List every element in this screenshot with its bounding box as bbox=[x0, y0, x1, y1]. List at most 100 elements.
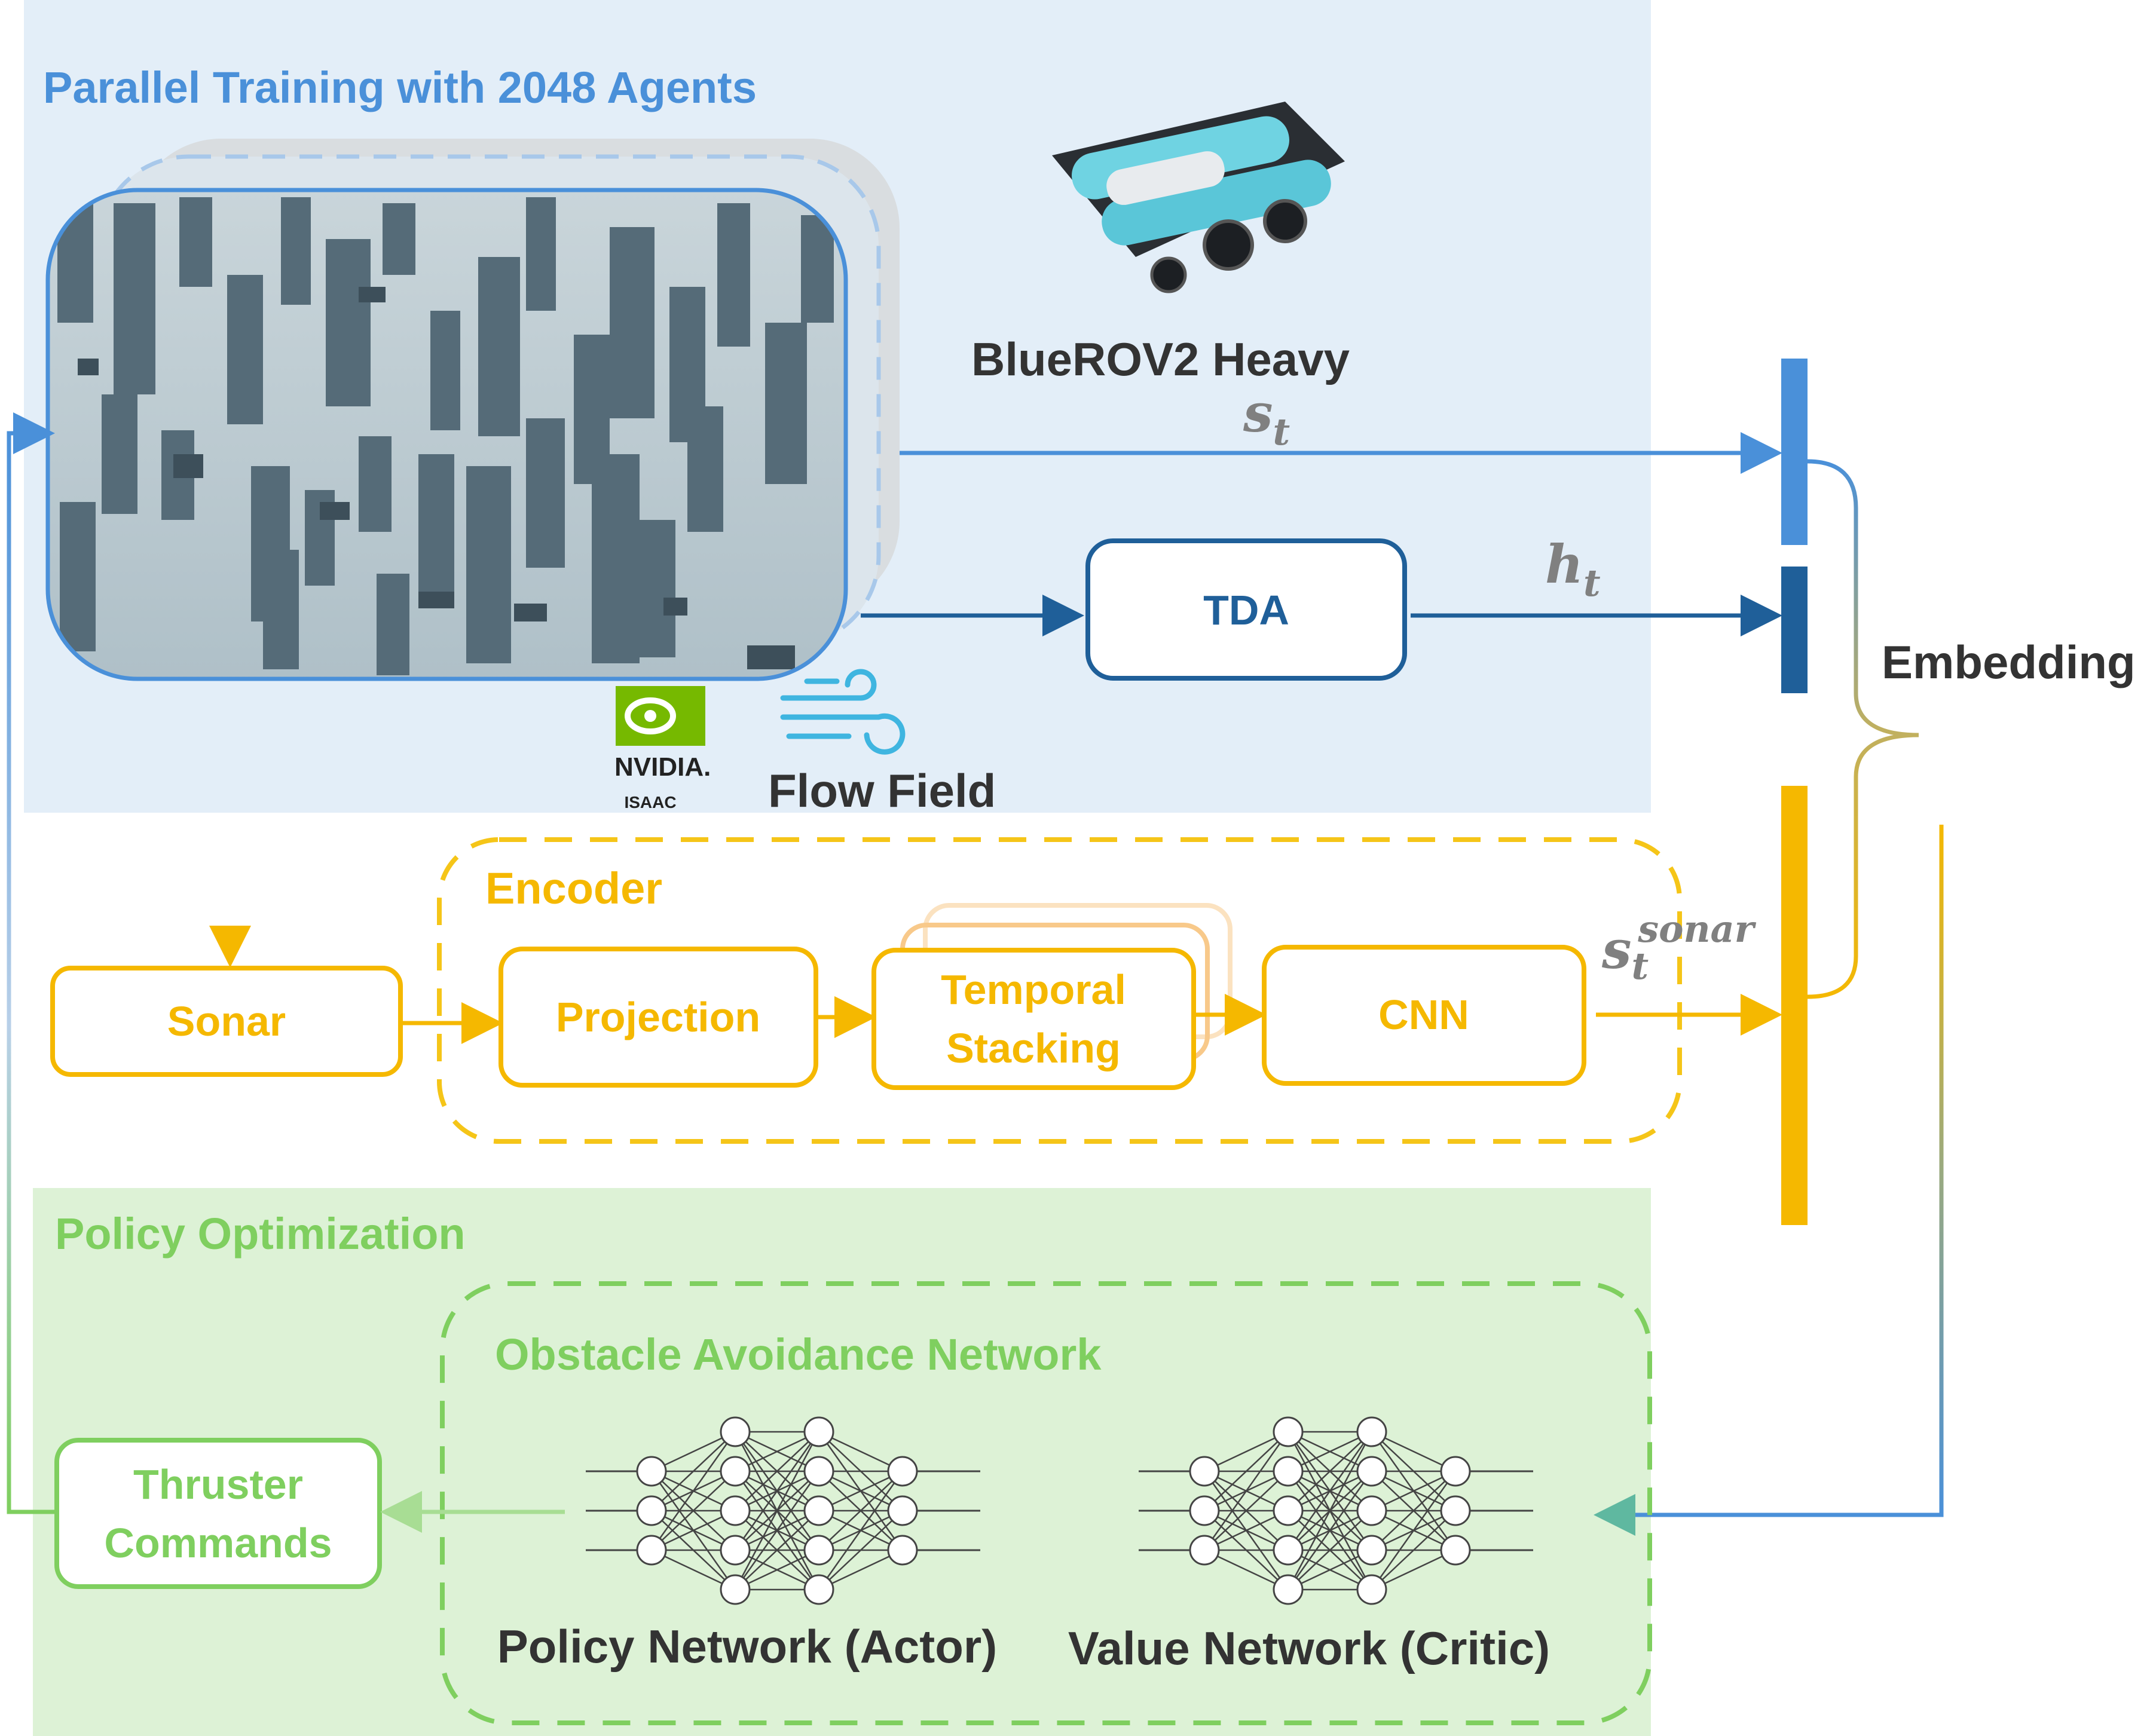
nn-edge bbox=[1204, 1471, 1289, 1551]
nn-node bbox=[1440, 1495, 1471, 1526]
nn-edge bbox=[1287, 1431, 1372, 1472]
temporal-label-2: Stacking bbox=[946, 1025, 1121, 1071]
value-network-icon bbox=[1139, 1416, 1533, 1605]
nn-edge bbox=[1203, 1431, 1289, 1551]
nn-node bbox=[636, 1495, 667, 1526]
nn-node bbox=[803, 1456, 834, 1487]
nn-node bbox=[1440, 1456, 1471, 1487]
thruster-label-2: Commands bbox=[104, 1520, 332, 1566]
encoder-region bbox=[437, 837, 1682, 1144]
nn-node bbox=[720, 1535, 751, 1566]
nn-node bbox=[720, 1456, 751, 1487]
flow-field-label: Flow Field bbox=[768, 764, 996, 817]
tda-box[interactable] bbox=[1085, 538, 1407, 681]
nn-edge bbox=[735, 1431, 819, 1472]
nn-edge bbox=[651, 1431, 736, 1511]
nn-node bbox=[1356, 1495, 1387, 1526]
nn-edge bbox=[818, 1431, 903, 1472]
critic-label: Value Network (Critic) bbox=[1068, 1622, 1550, 1674]
obstacle-avoidance-region bbox=[440, 1281, 1652, 1725]
nn-node bbox=[1189, 1456, 1220, 1487]
isaac-label: ISAAC bbox=[624, 793, 676, 812]
embedding-bar-state bbox=[1781, 359, 1808, 545]
nn-edge bbox=[1371, 1510, 1456, 1590]
state-symbol: st bbox=[1243, 382, 1290, 454]
nn-edge bbox=[735, 1510, 819, 1590]
encoder-title: Encoder bbox=[485, 864, 662, 913]
projection-label: Projection bbox=[556, 994, 760, 1040]
nn-node bbox=[720, 1574, 751, 1605]
nn-edge bbox=[818, 1471, 903, 1551]
nn-edge bbox=[1371, 1470, 1456, 1512]
nn-edge bbox=[651, 1510, 736, 1551]
flow-field-icon bbox=[780, 669, 906, 755]
nn-node bbox=[1356, 1456, 1387, 1487]
nn-edge bbox=[735, 1431, 819, 1511]
nvidia-label: NVIDIA. bbox=[614, 752, 711, 782]
nn-edge bbox=[1287, 1510, 1372, 1590]
nn-node bbox=[887, 1495, 918, 1526]
nn-edge bbox=[1287, 1431, 1373, 1551]
temporal-label-1: Temporal bbox=[941, 966, 1126, 1013]
embedding-brace bbox=[1807, 459, 1919, 999]
nn-node bbox=[636, 1456, 667, 1487]
nn-edge bbox=[650, 1431, 736, 1551]
nn-edge bbox=[1371, 1471, 1456, 1551]
embedding-label: Embedding bbox=[1882, 636, 2136, 688]
nn-node bbox=[887, 1535, 918, 1566]
nn-edge bbox=[818, 1510, 903, 1590]
nn-node bbox=[1356, 1416, 1387, 1447]
nn-node bbox=[803, 1535, 834, 1566]
nn-edge bbox=[651, 1549, 736, 1591]
embedding-bar-tda bbox=[1781, 567, 1808, 693]
thruster-label-1: Thruster bbox=[133, 1461, 303, 1508]
network-title: Obstacle Avoidance Network bbox=[495, 1330, 1102, 1379]
nn-node bbox=[1356, 1535, 1387, 1566]
policy-title: Policy Optimization bbox=[55, 1209, 466, 1259]
isaac-sim-scene bbox=[48, 190, 846, 679]
nvidia-logo-icon bbox=[616, 686, 705, 746]
tda-symbol: ht bbox=[1545, 533, 1601, 605]
nn-edge bbox=[1287, 1549, 1372, 1591]
embedding-to-policy-path bbox=[1594, 825, 1944, 1536]
nn-node bbox=[1273, 1574, 1304, 1605]
nn-edge bbox=[651, 1431, 736, 1472]
nn-node bbox=[887, 1456, 918, 1487]
nn-node bbox=[1189, 1535, 1220, 1566]
nn-edge bbox=[1204, 1431, 1289, 1472]
actor-label: Policy Network (Actor) bbox=[497, 1620, 997, 1673]
sonar-label: Sonar bbox=[167, 998, 286, 1045]
nn-edge bbox=[1371, 1431, 1456, 1472]
sonar-symbol: stsonar bbox=[1601, 907, 1757, 988]
nn-node bbox=[636, 1535, 667, 1566]
nn-edge bbox=[1371, 1549, 1456, 1591]
robot-name: BlueROV2 Heavy bbox=[971, 333, 1350, 385]
nn-edge bbox=[651, 1471, 736, 1551]
nn-node bbox=[803, 1574, 834, 1605]
nn-edge bbox=[818, 1471, 904, 1590]
nn-node bbox=[720, 1495, 751, 1526]
nn-node bbox=[1273, 1416, 1304, 1447]
nn-edge bbox=[1204, 1549, 1289, 1591]
parallel-training-title: Parallel Training with 2048 Agents bbox=[43, 63, 757, 112]
nn-node bbox=[1273, 1456, 1304, 1487]
nn-edge bbox=[734, 1471, 820, 1590]
tda-label: TDA bbox=[1203, 587, 1289, 633]
bluerov2-icon bbox=[1052, 102, 1345, 293]
nn-edge bbox=[1287, 1471, 1373, 1590]
nn-node bbox=[803, 1495, 834, 1526]
nn-node bbox=[803, 1416, 834, 1447]
policy-network-icon bbox=[586, 1416, 980, 1605]
nn-node bbox=[1273, 1495, 1304, 1526]
nn-edge bbox=[1371, 1471, 1457, 1590]
nn-node bbox=[720, 1416, 751, 1447]
nn-node bbox=[1440, 1535, 1471, 1566]
embedding-bar-sonar bbox=[1781, 786, 1808, 1225]
nn-edge bbox=[1287, 1431, 1372, 1511]
nn-edge bbox=[735, 1549, 819, 1591]
nn-edge bbox=[734, 1431, 820, 1551]
nn-node bbox=[1356, 1574, 1387, 1605]
nn-node bbox=[1189, 1495, 1220, 1526]
cnn-label: CNN bbox=[1378, 991, 1469, 1038]
